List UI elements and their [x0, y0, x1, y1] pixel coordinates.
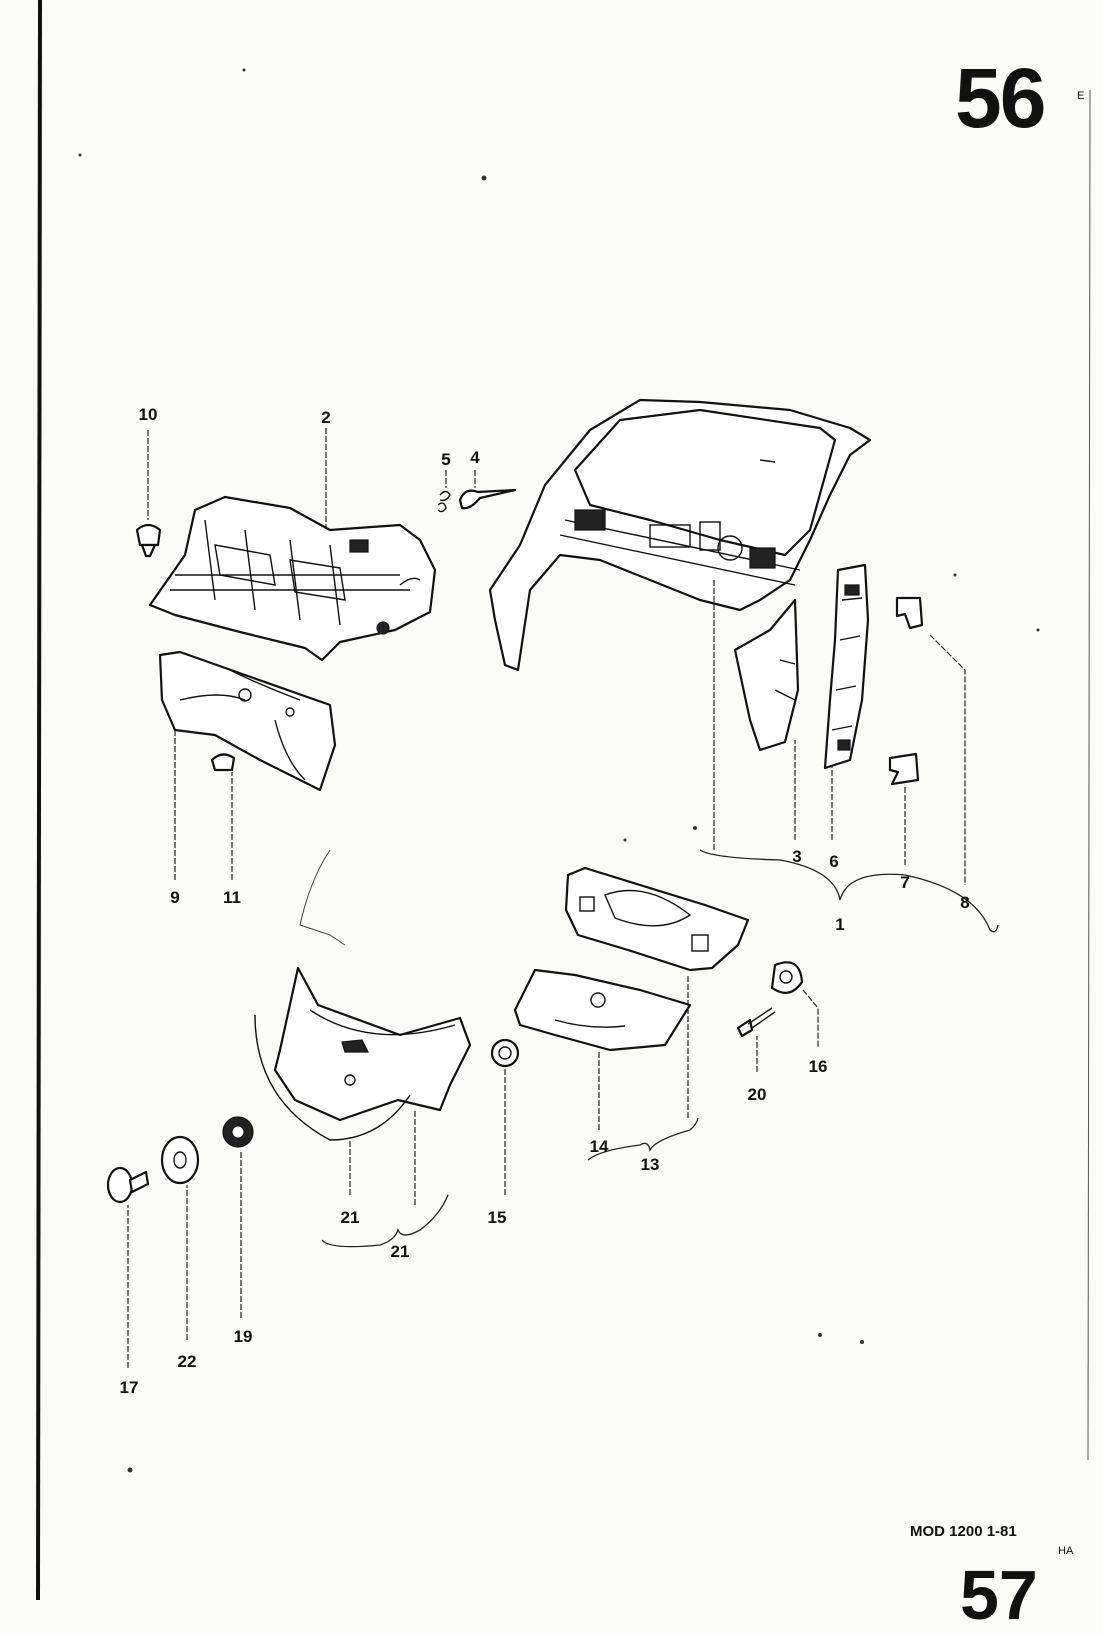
small-plate-parts — [888, 596, 924, 786]
screw-part — [736, 1007, 776, 1038]
front-body-assembly-part — [488, 398, 872, 752]
callout-10: 10 — [138, 405, 158, 424]
floor-pan-part — [148, 495, 437, 662]
washer-part — [160, 1135, 200, 1185]
callout-11: 11 — [223, 888, 241, 907]
callout-7: 7 — [900, 873, 910, 892]
callout-21: 21 — [340, 1208, 360, 1227]
leader-lines — [127, 428, 966, 1368]
callout-18: 19 — [233, 1327, 253, 1346]
callout-1: 1 — [835, 915, 845, 934]
clip-parts — [437, 488, 517, 513]
callout-16: 15 — [487, 1208, 507, 1227]
front-apron-upper-part — [564, 866, 750, 972]
parts-diagram-page: 56 E HA 10 2 5 4 9 11 3 6 7 8 1 16 20 14… — [36, 0, 1091, 1630]
callout-4: 4 — [470, 448, 480, 467]
callout-6: 6 — [829, 852, 839, 871]
callout-13: 13 — [640, 1155, 660, 1174]
edge-text-fragment-bottom: HA — [1058, 1545, 1074, 1557]
ring-part — [490, 1038, 520, 1068]
callout-8: 8 — [960, 893, 970, 912]
bolt-part — [106, 1166, 150, 1204]
left-page-border — [36, 0, 42, 1600]
grommet-part — [210, 753, 236, 772]
heel-panel-part — [158, 650, 337, 792]
edge-text-fragment-top: E — [1077, 90, 1085, 102]
callout-22: 22 — [177, 1352, 197, 1371]
print-specks — [78, 68, 1040, 1473]
callout-19: 20 — [747, 1085, 767, 1104]
callout-2: 2 — [321, 408, 331, 427]
front-apron-lower-part — [513, 968, 692, 1052]
callout-5: 5 — [441, 450, 451, 469]
nut-part — [222, 1116, 254, 1148]
callout-14: 14 — [589, 1137, 609, 1156]
page-number: 56 — [955, 51, 1046, 145]
footer-model-code: MOD 1200 1-81 — [910, 1523, 1017, 1540]
callout-17: 17 — [119, 1378, 139, 1397]
spring-clip-part — [770, 961, 804, 994]
front-valance-part — [254, 966, 472, 1141]
callout-3: 3 — [792, 847, 802, 866]
plug-part — [135, 523, 162, 558]
callout-9: 9 — [170, 888, 180, 907]
callout-15: 16 — [808, 1057, 828, 1076]
right-page-edge — [1087, 89, 1091, 1461]
pillar-bracket-part — [823, 563, 870, 770]
exploded-parts-drawing — [36, 0, 1091, 1600]
callout-20: 21 — [390, 1242, 410, 1261]
next-page-number-fragment: 57 — [960, 1556, 1038, 1634]
grouping-braces — [321, 849, 999, 1248]
